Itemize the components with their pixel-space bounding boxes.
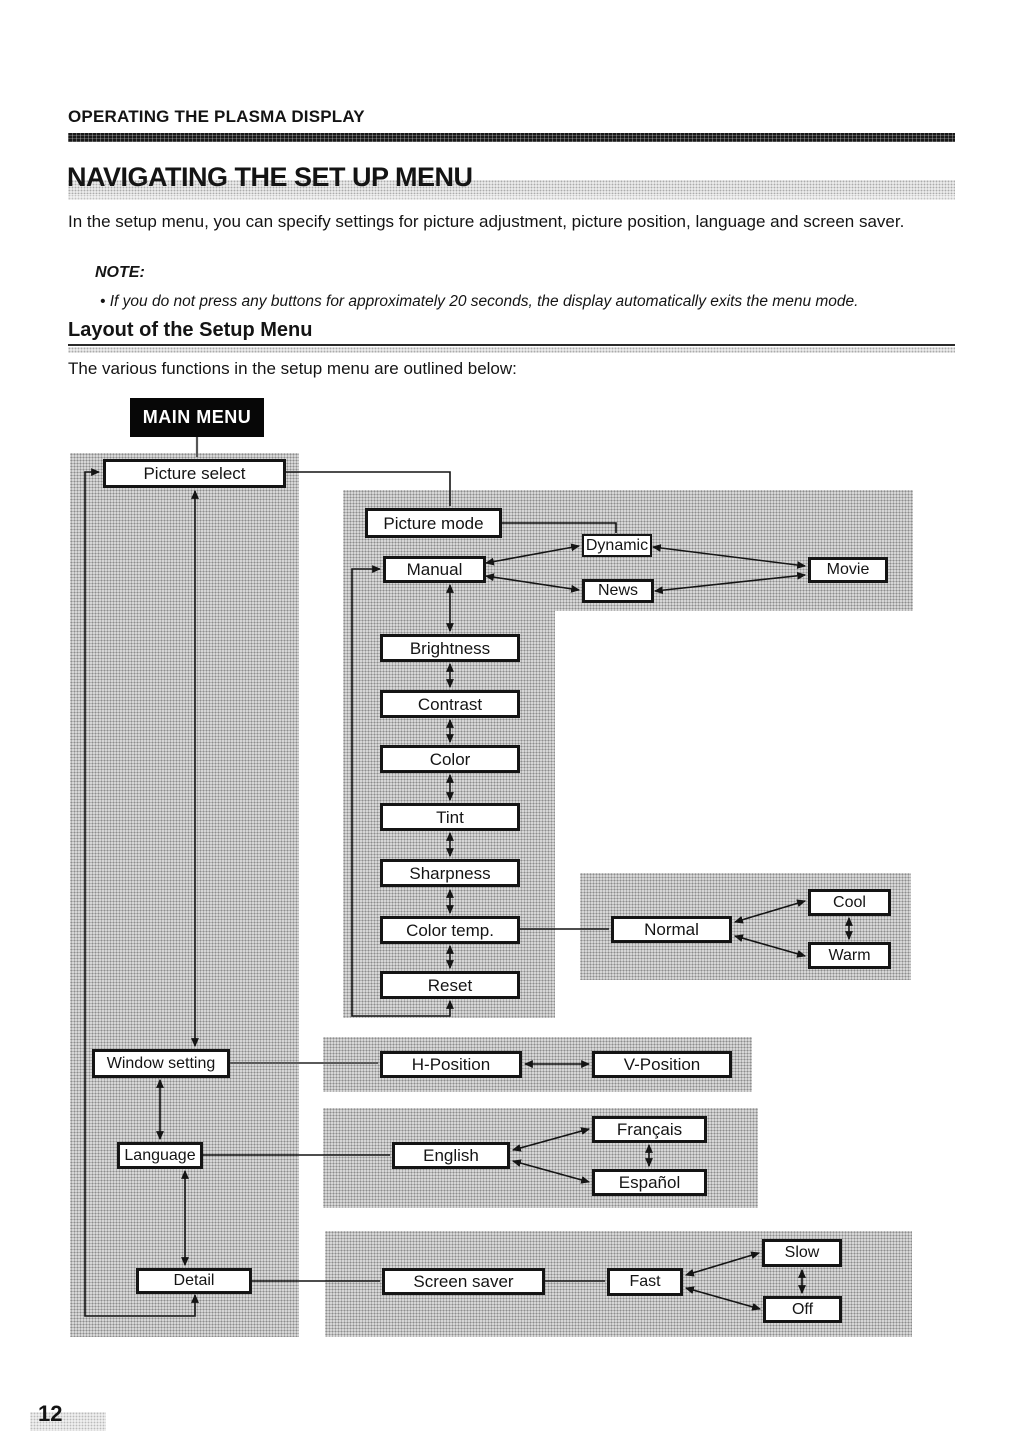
node-contrast: Contrast <box>380 690 520 718</box>
page-number: 12 <box>38 1401 63 1426</box>
node-v-position: V-Position <box>592 1051 732 1078</box>
node-h-position: H-Position <box>380 1051 522 1078</box>
note-label: NOTE: <box>95 264 145 281</box>
section-heading-band <box>68 347 955 353</box>
node-warm: Warm <box>808 942 891 969</box>
note-text: • If you do not press any buttons for ap… <box>100 293 859 310</box>
node-normal: Normal <box>611 916 732 943</box>
section-intro: The various functions in the setup menu … <box>68 359 517 378</box>
node-picture-select: Picture select <box>103 459 286 488</box>
title-band <box>68 180 955 194</box>
node-detail: Detail <box>136 1268 252 1294</box>
node-reset: Reset <box>380 971 520 999</box>
node-color-temp: Color temp. <box>380 916 520 944</box>
node-tint: Tint <box>380 803 520 831</box>
node-movie: Movie <box>808 557 888 583</box>
node-cool: Cool <box>808 889 891 916</box>
node-manual: Manual <box>383 556 486 583</box>
node-picture-mode: Picture mode <box>365 508 502 538</box>
node-fast: Fast <box>607 1268 683 1296</box>
node-espanol: Español <box>592 1169 707 1196</box>
node-language: Language <box>117 1142 203 1169</box>
node-brightness: Brightness <box>380 634 520 662</box>
page-number-smudge <box>30 1412 106 1431</box>
node-news: News <box>582 579 654 603</box>
section-heading: Layout of the Setup Menu <box>68 319 313 341</box>
section-heading-rule <box>68 344 955 346</box>
intro-paragraph: In the setup menu, you can specify setti… <box>68 212 905 231</box>
main-menu-box: MAIN MENU <box>130 398 264 437</box>
header-rule <box>68 133 955 142</box>
title-band-lower <box>68 194 955 200</box>
node-sharpness: Sharpness <box>380 859 520 887</box>
page-header: OPERATING THE PLASMA DISPLAY <box>68 107 365 126</box>
page-title: NAVIGATING THE SET UP MENU <box>67 162 473 192</box>
node-color: Color <box>380 745 520 773</box>
node-window-setting: Window setting <box>92 1049 230 1078</box>
node-english: English <box>392 1142 510 1169</box>
node-screen-saver: Screen saver <box>382 1268 545 1295</box>
node-dynamic: Dynamic <box>582 534 652 557</box>
node-francais: Français <box>592 1116 707 1143</box>
node-off: Off <box>763 1296 842 1323</box>
node-slow: Slow <box>762 1239 842 1267</box>
